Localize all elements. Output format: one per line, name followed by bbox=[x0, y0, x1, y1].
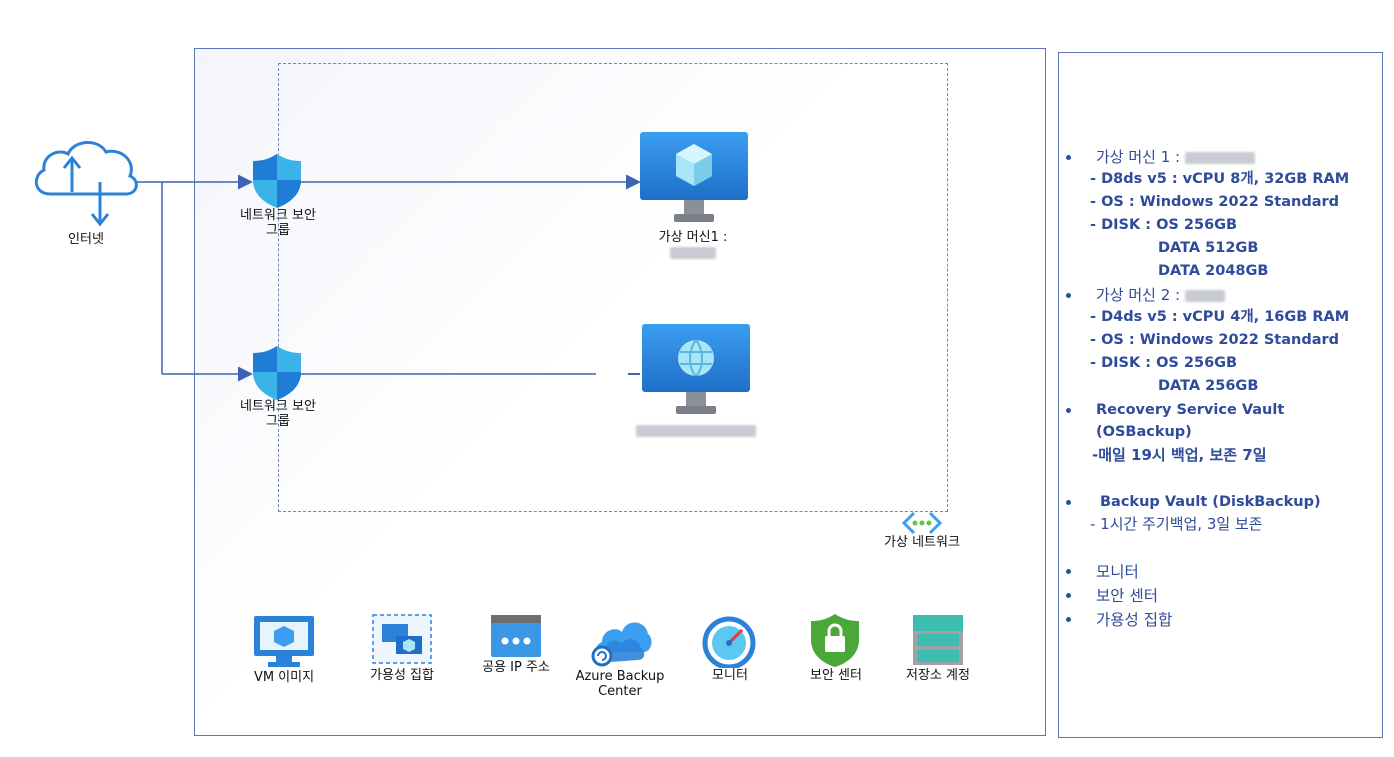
redacted-text bbox=[1184, 151, 1255, 164]
bv-schedule: - 1시간 주기백업, 3일 보존 bbox=[1090, 515, 1263, 533]
vm2-os: - OS : Windows 2022 Standard bbox=[1090, 332, 1340, 348]
vm1-os: - OS : Windows 2022 Standard bbox=[1090, 194, 1340, 210]
list-item-vm2: 가상 머신 2 : bbox=[1064, 284, 1382, 306]
public-ip-label: 공용 IP 주소 bbox=[482, 660, 550, 675]
vm-1-node bbox=[638, 130, 750, 230]
rsv-schedule: -매일 19시 백업, 보존 7일 bbox=[1092, 446, 1267, 464]
bullet-icon bbox=[1066, 500, 1071, 505]
virtual-machine-icon bbox=[642, 324, 750, 414]
public-ip-service bbox=[490, 614, 542, 658]
virtual-network-icon bbox=[901, 511, 943, 535]
internet-node bbox=[28, 132, 140, 232]
availability-set-service bbox=[372, 614, 432, 664]
details-list: 가상 머신 1 : - D8ds v5 : vCPU 8개, 32GB RAM … bbox=[1064, 144, 1382, 632]
monitor-gauge-icon bbox=[702, 616, 756, 670]
vm-image-icon bbox=[254, 616, 314, 667]
availability-set-icon bbox=[372, 614, 432, 664]
vm-image-service bbox=[252, 614, 316, 670]
security-center-service bbox=[808, 612, 862, 668]
bullet-icon bbox=[1066, 155, 1071, 160]
bullet-icon bbox=[1066, 617, 1071, 622]
vm-image-label: VM 이미지 bbox=[253, 670, 315, 685]
diagram-main-panel bbox=[194, 48, 1046, 736]
internet-label: 인터넷 bbox=[68, 232, 104, 247]
cloud-upload-download-icon bbox=[34, 141, 138, 227]
details-panel bbox=[1058, 52, 1383, 738]
vm1-disk-data-1: DATA 512GB bbox=[1158, 240, 1259, 256]
nsg-1-label: 네트워크 보안 그룹 bbox=[240, 208, 316, 238]
vm1-disk-os: - DISK : OS 256GB bbox=[1090, 217, 1238, 233]
storage-account-service bbox=[912, 614, 964, 666]
vm-2-node bbox=[640, 322, 752, 422]
vm1-size: - D8ds v5 : vCPU 8개, 32GB RAM bbox=[1090, 171, 1350, 187]
storage-account-icon bbox=[913, 615, 963, 665]
redacted-text bbox=[1184, 289, 1225, 302]
vm2-size: - D4ds v5 : vCPU 4개, 16GB RAM bbox=[1090, 309, 1350, 325]
monitor-service bbox=[698, 614, 760, 670]
list-item-security-center: 보안 센터 bbox=[1064, 584, 1382, 608]
availability-set-label: 가용성 집합 bbox=[370, 668, 434, 683]
bullet-icon bbox=[1066, 569, 1071, 574]
vm-1-label: 가상 머신1 : bbox=[628, 230, 758, 260]
backup-cloud-icon bbox=[591, 622, 652, 667]
public-ip-icon bbox=[491, 615, 541, 657]
vm2-disk-os: - DISK : OS 256GB bbox=[1090, 355, 1238, 371]
list-item-vm1: 가상 머신 1 : bbox=[1064, 146, 1382, 168]
bullet-icon bbox=[1066, 408, 1071, 413]
shield-icon bbox=[253, 346, 301, 400]
azure-backup-center-label: Azure Backup Center bbox=[575, 669, 665, 699]
rsv-subtitle: (OSBackup) bbox=[1096, 424, 1192, 440]
virtual-network-boundary bbox=[278, 63, 948, 512]
monitor-label: 모니터 bbox=[712, 668, 748, 683]
azure-backup-center-service bbox=[588, 612, 652, 668]
bullet-icon bbox=[1066, 593, 1071, 598]
redacted-text bbox=[670, 246, 716, 259]
security-lock-shield-icon bbox=[811, 614, 859, 667]
list-item-backup-vault: Backup Vault (DiskBackup) bbox=[1064, 491, 1382, 513]
nsg-1-node bbox=[250, 152, 304, 210]
vnet-node bbox=[901, 510, 943, 536]
nsg-2-label: 네트워크 보안 그룹 bbox=[240, 399, 316, 429]
list-item-availability-set: 가용성 집합 bbox=[1064, 608, 1382, 632]
vm-2-label bbox=[628, 423, 764, 438]
vm1-disk-data-2: DATA 2048GB bbox=[1158, 263, 1269, 279]
virtual-machine-icon bbox=[640, 132, 748, 222]
storage-account-label: 저장소 계정 bbox=[906, 668, 970, 683]
bullet-icon bbox=[1066, 293, 1071, 298]
shield-icon bbox=[253, 154, 301, 208]
list-item-monitor: 모니터 bbox=[1064, 560, 1382, 584]
redacted-text bbox=[636, 424, 756, 437]
vnet-label: 가상 네트워크 bbox=[884, 535, 960, 550]
list-item-recovery-vault: Recovery Service Vault bbox=[1064, 399, 1382, 421]
vm2-disk-data: DATA 256GB bbox=[1158, 378, 1259, 394]
security-center-label: 보안 센터 bbox=[810, 668, 862, 683]
nsg-2-node bbox=[250, 344, 304, 402]
